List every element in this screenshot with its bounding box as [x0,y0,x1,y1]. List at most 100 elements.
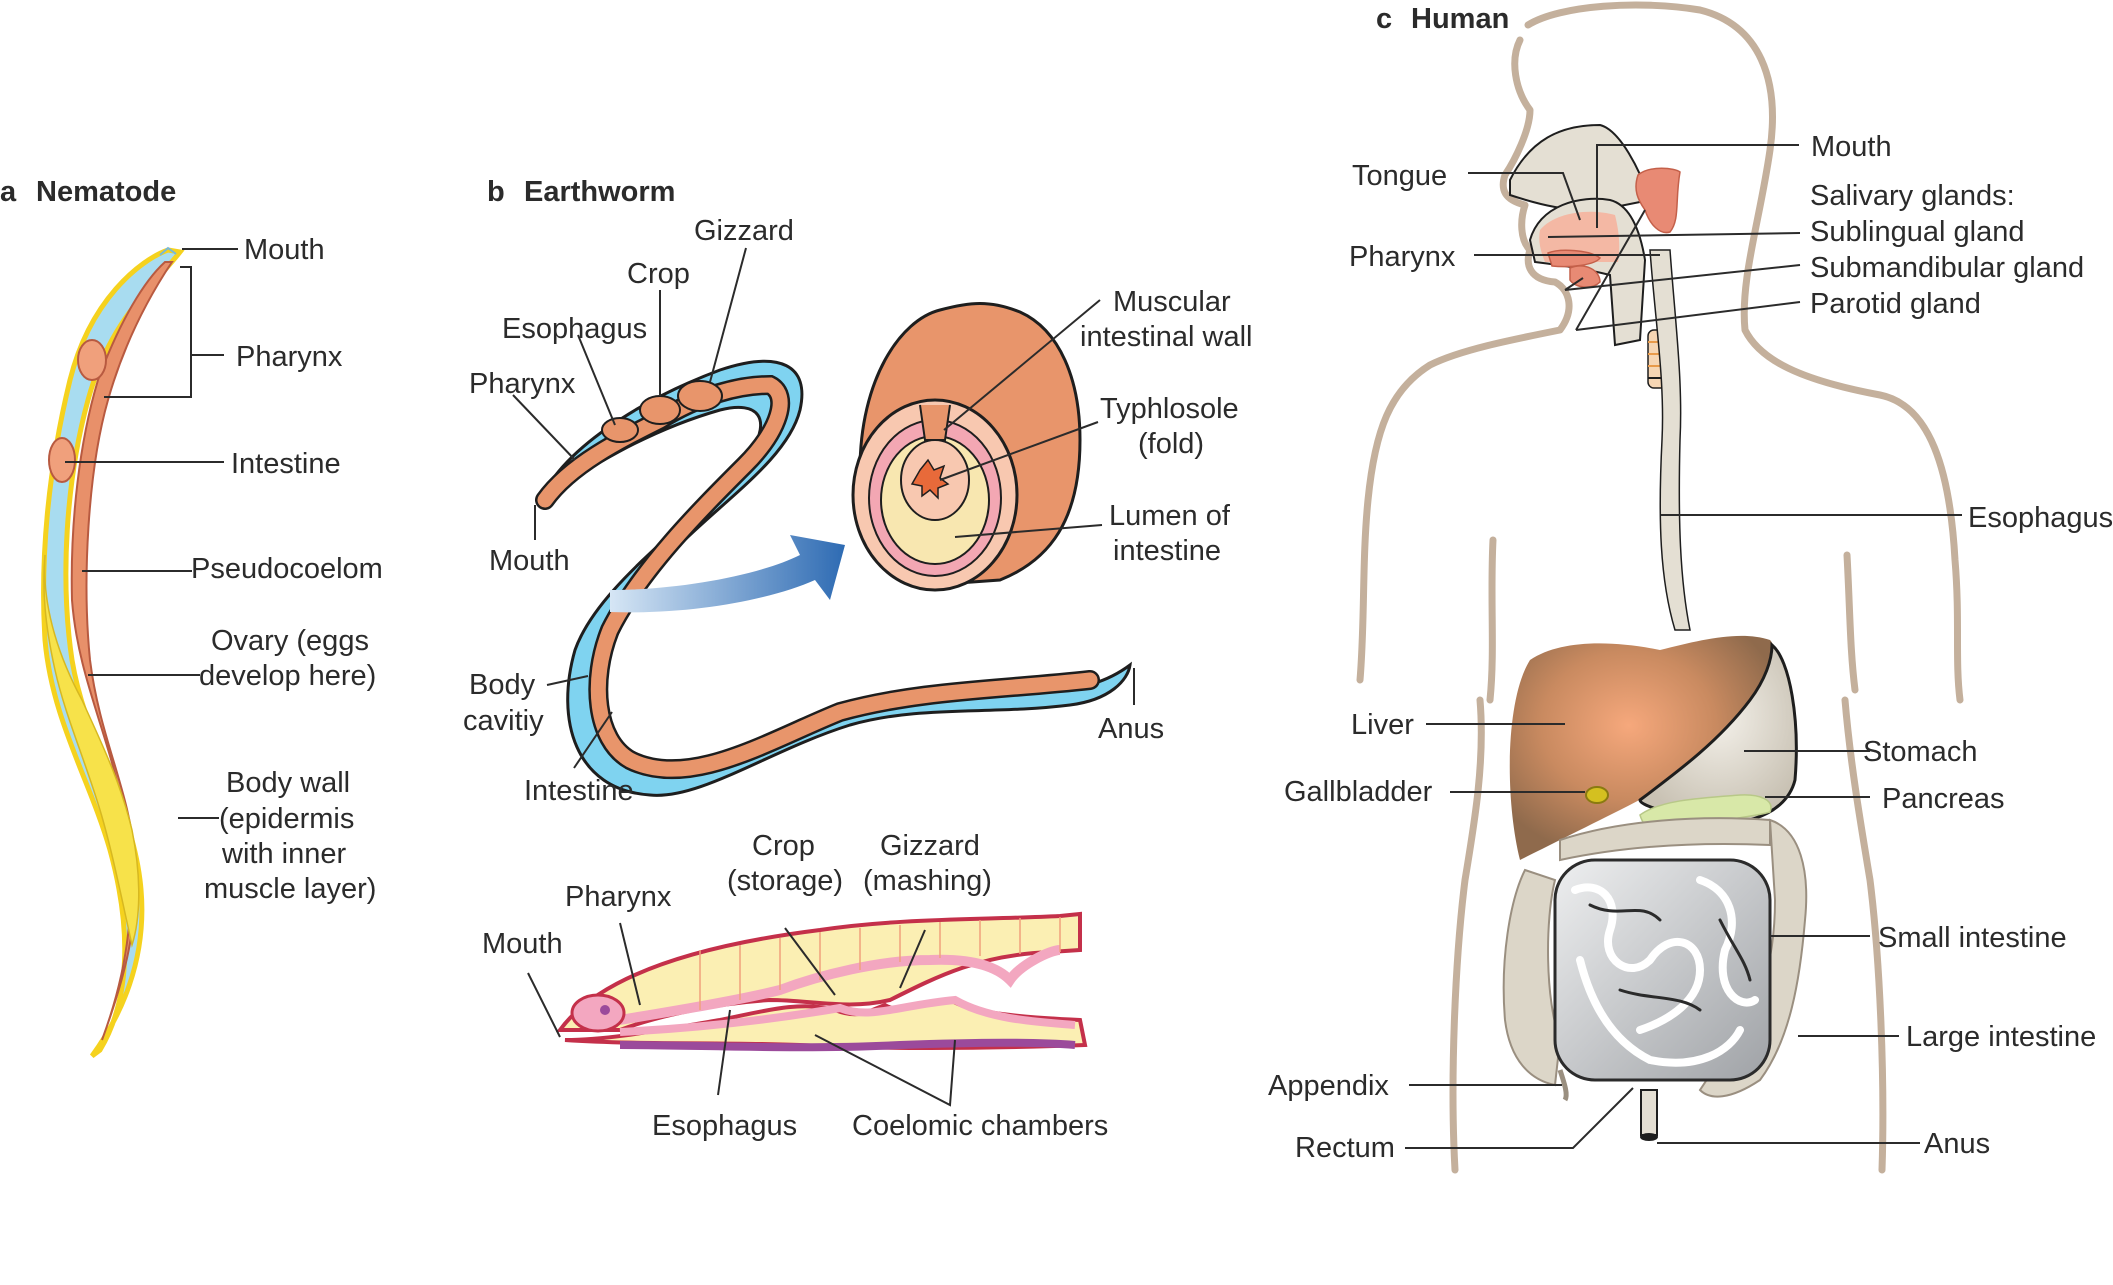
label-lumen-of: Lumen of [1109,500,1231,532]
leader-pharynx-bracket [104,266,224,398]
longitudinal-gut-upper [619,945,1061,1025]
leader-mouth-lower [527,972,561,1038]
label-crop-lower: Crop [752,830,815,862]
longitudinal-gut-lower [619,995,1076,1036]
earthworm-longitudinal-section [556,911,1088,1052]
leader-mouth-c [1596,144,1799,228]
label-ovary-2: develop here) [199,660,376,692]
nematode-mouth [159,246,177,256]
label-body-wall-2: (epidermis [219,803,354,835]
leader-body-cavity [546,675,589,686]
leader-parotid [1575,209,1801,331]
panel-a-letter: a [0,176,17,208]
human-right-torso [1841,696,1887,1174]
leader-tongue [1468,172,1581,221]
appendix [1557,1069,1569,1102]
label-intestine-b: Intestine [524,775,634,807]
label-pharynx: Pharynx [236,341,343,373]
typhlosole-fold [910,458,950,500]
nematode-intestine [70,261,174,1041]
label-storage: (storage) [727,865,843,897]
human-right-arm-inner [1843,551,1859,694]
leader-gizzard-lower [899,929,926,989]
label-small-intestine: Small intestine [1878,922,2067,954]
label-crop: Crop [627,258,690,290]
label-gizzard-lower: Gizzard [880,830,980,862]
label-mashing: (mashing) [863,865,992,897]
label-mouth-lower: Mouth [482,928,563,960]
panel-human: c Human [1268,1,2113,1174]
leader-esophagus [577,334,616,426]
label-appendix: Appendix [1268,1070,1389,1102]
liver [1509,635,1774,860]
leader-intestine-b [573,711,613,769]
label-cavity: cavitiy [463,705,544,737]
leader-coelomic-chambers [814,1034,956,1107]
label-liver: Liver [1351,709,1414,741]
earthworm-crop [639,395,681,425]
label-anus-c: Anus [1924,1128,1990,1160]
rectum [1640,1089,1658,1136]
nematode-ovary [43,554,140,948]
leader-lumen [954,524,1103,538]
esophagus [1649,249,1691,631]
earthworm-gizzard [677,380,723,412]
panel-c-letter: c [1376,3,1392,35]
segment-lines [699,917,1061,1010]
label-pharynx-c: Pharynx [1349,241,1456,273]
panel-b-title: Earthworm [524,176,675,208]
ventral-vessel [619,1038,1076,1052]
label-coelomic-chambers: Coelomic chambers [852,1110,1108,1142]
human-body-outline [1356,1,1964,704]
intestine-cross-section [851,302,1082,592]
small-intestine [1553,858,1772,1082]
label-submandibular: Submandibular gland [1810,252,2084,284]
cross-section-arrow [610,535,845,613]
label-pancreas: Pancreas [1882,783,2005,815]
leader-pharynx-lower [619,922,641,1006]
label-ovary-1: Ovary (eggs [211,625,369,657]
label-intestinal-wall: intestinal wall [1080,321,1252,353]
leader-submandibular [1564,264,1801,291]
label-gizzard: Gizzard [694,215,794,247]
label-body: Body [469,669,536,701]
parotid-gland [1635,167,1681,234]
label-body-wall-3: with inner [221,838,346,870]
label-intestine: Intestine [231,448,341,480]
panel-earthworm: b Earthworm Muscular int [463,176,1252,1142]
label-typhlosole: Typhlosole [1100,393,1239,425]
nematode-pharynx-bulb [77,339,107,381]
earthworm-whole-illustration [535,359,1132,797]
nematode-intestine-bulge [48,437,76,483]
label-fold: (fold) [1138,428,1204,460]
label-gallbladder: Gallbladder [1284,776,1433,808]
label-mouth: Mouth [244,234,325,266]
label-body-wall-1: Body wall [226,767,350,799]
label-anus-b: Anus [1098,713,1164,745]
label-pseudocoelom: Pseudocoelom [191,553,383,585]
label-pharynx-b: Pharynx [469,368,576,400]
label-sublingual: Sublingual gland [1810,216,2024,248]
nasal-cavity [1509,123,1652,212]
label-esophagus: Esophagus [502,313,647,345]
leader-crop-lower [784,927,836,996]
label-intestine-lumen: intestine [1113,535,1221,567]
label-salivary-glands: Salivary glands: [1810,180,2015,212]
human-left-arm-inner [1486,536,1497,704]
leader-rectum [1405,1087,1634,1149]
label-esophagus-lower: Esophagus [652,1110,797,1142]
label-body-wall-4: muscle layer) [204,873,376,905]
label-rectum: Rectum [1295,1132,1395,1164]
panel-a-title: Nematode [36,176,176,208]
longitudinal-ganglion [600,1005,610,1015]
label-tongue: Tongue [1352,160,1447,192]
gallbladder [1585,786,1609,804]
label-pharynx-lower: Pharynx [565,881,672,913]
longitudinal-pharynx [570,993,626,1033]
label-large-intestine: Large intestine [1906,1021,2096,1053]
label-stomach: Stomach [1863,736,1977,768]
leader-esophagus-lower [717,1009,731,1096]
leader-gizzard [709,247,747,383]
panel-b-letter: b [487,176,505,208]
